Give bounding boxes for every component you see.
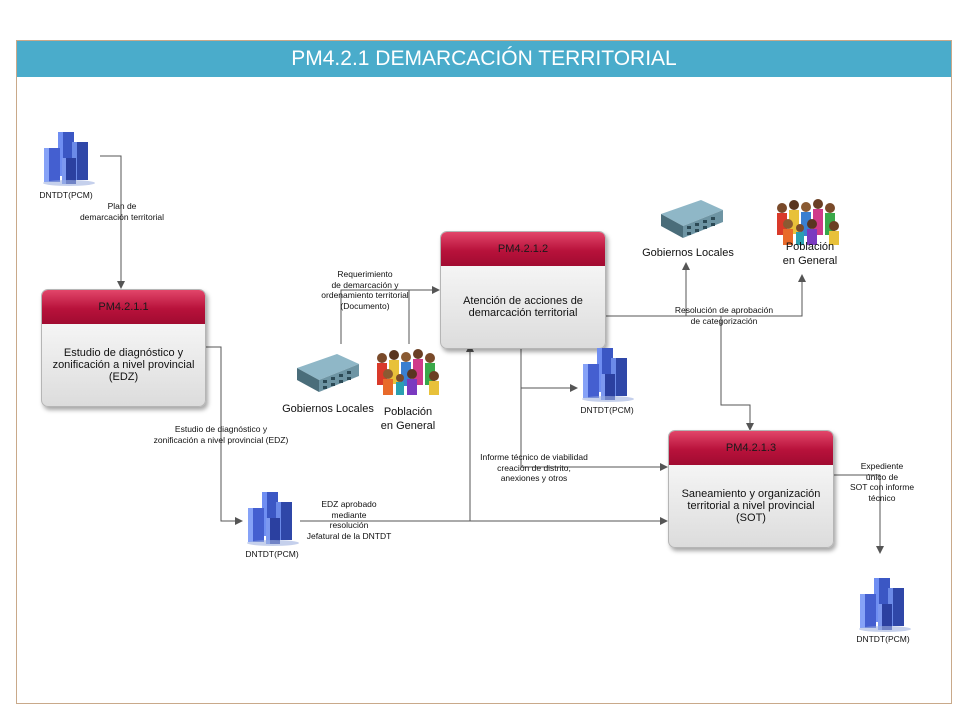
flow-label-resolucion: Resolución de aprobación de categorizaci… — [674, 305, 774, 326]
crowd-icon — [377, 349, 439, 395]
flow-informe-line — [520, 388, 668, 471]
process-code: PM4.2.1.3 — [669, 431, 833, 465]
building-icon — [859, 578, 911, 632]
actor-pob-left: Población en General — [380, 406, 436, 432]
actor-dntdt-mid: DNTDT(PCM) — [245, 549, 299, 559]
actor-dntdt-bottom: DNTDT(PCM) — [856, 634, 910, 644]
building-icon — [582, 348, 634, 402]
actor-gob-right: Gobiernos Locales — [642, 247, 734, 259]
process-name: Estudio de diagnóstico y zonificación a … — [52, 347, 195, 383]
actor-dntdt-right: DNTDT(PCM) — [580, 405, 634, 415]
flow-resolucion-line — [605, 274, 806, 317]
flow-label-edz-aprobado: EDZ aprobado mediante resolución Jefatur… — [306, 499, 392, 541]
flow-requerimiento-line — [340, 286, 440, 344]
process-name: Saneamiento y organización territorial a… — [681, 488, 821, 524]
flow-label-informe: Informe técnico de viabilidad creación d… — [480, 452, 588, 484]
flow-label-expediente: Expediente único de SOT con informe técn… — [849, 461, 915, 503]
process-pm4211[interactable]: PM4.2.1.1 Estudio de diagnóstico y zonif… — [41, 289, 206, 407]
process-pm4213[interactable]: PM4.2.1.3 Saneamiento y organización ter… — [668, 430, 834, 548]
process-code: PM4.2.1.1 — [42, 290, 205, 324]
actor-dntdt-top: DNTDT(PCM) — [39, 190, 93, 200]
page-title: PM4.2.1 DEMARCACIÓN TERRITORIAL — [17, 41, 951, 77]
flow-label-requerimiento: Requerimiento de demarcación y ordenamie… — [321, 269, 409, 311]
actor-gob-left: Gobiernos Locales — [282, 403, 374, 415]
flow-label-plan: Plan de demarcación territorial — [79, 201, 165, 222]
flow-expediente-line — [832, 474, 884, 554]
flow-label-edz: Estudio de diagnóstico y zonificación a … — [153, 424, 289, 445]
actor-pob-right: Población en General — [782, 241, 838, 267]
flow-edz-line — [205, 346, 243, 525]
crowd-icon — [777, 199, 839, 245]
office-building-icon — [297, 354, 359, 392]
flow-p3-line — [720, 316, 754, 431]
process-name: Atención de acciones de demarcación terr… — [463, 295, 583, 319]
flow-p2-dntdt-line — [520, 345, 578, 392]
office-building-icon — [661, 200, 723, 238]
building-icon — [247, 492, 299, 546]
flow-plan-line — [100, 155, 125, 289]
process-code: PM4.2.1.2 — [441, 232, 605, 266]
process-pm4212[interactable]: PM4.2.1.2 Atención de acciones de demarc… — [440, 231, 606, 349]
building-icon — [43, 132, 95, 186]
